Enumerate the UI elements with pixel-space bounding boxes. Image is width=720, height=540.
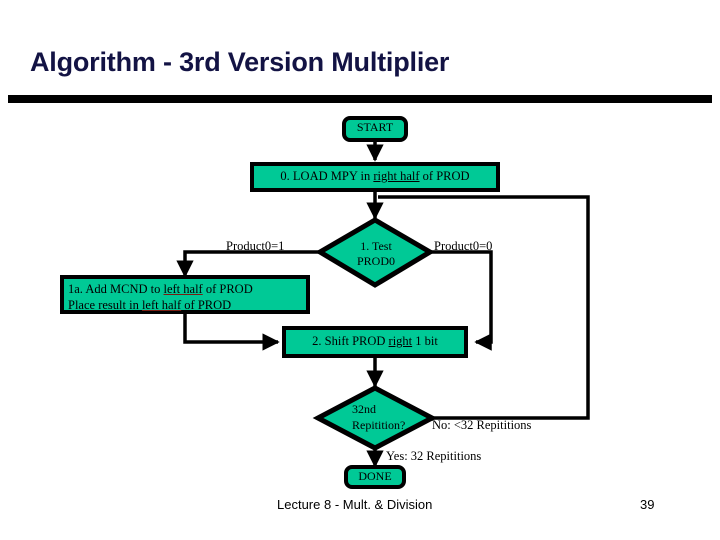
node-add-mcnd[interactable]	[60, 275, 310, 314]
connector-repeat-no-loop	[378, 195, 590, 420]
connector-test-to-add	[176, 250, 320, 278]
title-divider	[8, 95, 712, 103]
node-start[interactable]	[342, 116, 408, 142]
connector-add-to-shift	[183, 311, 280, 351]
node-shift-prod[interactable]	[282, 326, 468, 358]
connector-test-to-shift	[430, 250, 493, 351]
node-repetition-check[interactable]	[312, 385, 438, 451]
footer-page-number: 39	[640, 497, 655, 512]
node-load-mpy[interactable]	[250, 162, 500, 192]
node-done[interactable]	[344, 465, 406, 489]
connector-group	[176, 140, 590, 468]
node-test-prod0[interactable]	[315, 217, 435, 288]
page-title: Algorithm - 3rd Version Multiplier	[30, 47, 450, 77]
footer-lecture-title: Lecture 8 - Mult. & Division	[277, 497, 433, 512]
